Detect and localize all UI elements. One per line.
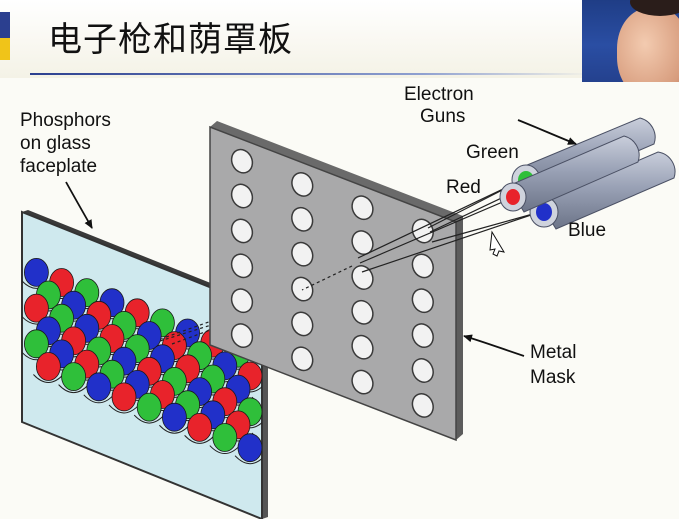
phosphor-outline-arc [234, 455, 262, 465]
phosphor-dot [86, 372, 112, 402]
mask-hole [230, 288, 254, 314]
phosphor-outline-arc [184, 435, 215, 444]
mask-hole [291, 171, 314, 197]
mask-hole [291, 206, 314, 232]
phosphor-outline-arc [108, 404, 140, 414]
phosphor-dot [136, 392, 162, 422]
mask-hole [351, 334, 374, 360]
title-accent-blue [0, 12, 10, 38]
phosphor-outline-arc [58, 384, 89, 394]
mask-hole [291, 311, 314, 337]
mask-hole [351, 299, 374, 325]
phosphor-dot [161, 402, 187, 432]
arrow-to-guns [517, 119, 577, 145]
mask-hole [351, 265, 374, 290]
phosphor-dot [237, 433, 262, 463]
phosphor-outline-arc [159, 424, 190, 434]
slide-title: 电子枪和荫罩板 [48, 20, 293, 60]
mask-hole [411, 253, 434, 279]
glass-faceplate [21, 210, 268, 519]
label-guns-line1: Electron [404, 84, 474, 105]
mask-hole [291, 241, 314, 267]
mask-hole [291, 346, 314, 372]
mask-hole [230, 148, 254, 174]
phosphor-dot-grid [22, 257, 262, 465]
mask-holes [230, 148, 434, 418]
metal-mask [209, 121, 463, 442]
phosphor-dot [24, 293, 49, 323]
mouse-pointer [489, 230, 506, 257]
phosphor-dot [24, 257, 49, 287]
mask-hole [230, 253, 254, 279]
phosphor-dot [36, 352, 61, 381]
gun-red [499, 135, 640, 213]
phosphor-dot [187, 412, 213, 442]
label-mask-line2: Mask [530, 367, 576, 388]
presenter-face [617, 8, 679, 82]
leader-arrows [65, 119, 577, 357]
phosphor-outline-arc [33, 374, 64, 383]
mask-hole [411, 288, 434, 314]
diagram-labels: Phosphors on glass faceplate Electron Gu… [20, 84, 606, 388]
mask-hole [230, 218, 254, 244]
title-accent-yellow [0, 38, 10, 60]
phosphor-dot [212, 423, 238, 452]
mask-hole [230, 323, 254, 349]
label-green-gun: Green [466, 142, 519, 163]
phosphor-dot [24, 329, 49, 359]
phosphor-outline-arc [133, 414, 165, 424]
label-phosphors-line1: Phosphors [20, 110, 111, 131]
electron-guns [499, 117, 676, 230]
mask-plate [209, 125, 457, 442]
title-band [0, 0, 590, 78]
arrow-to-mask [463, 334, 525, 357]
label-mask-line1: Metal [530, 342, 576, 363]
mask-hole [351, 369, 374, 395]
mask-hole [411, 323, 434, 349]
label-phosphors-line3: faceplate [20, 156, 97, 177]
label-guns-line2: Guns [420, 106, 465, 127]
mask-hole [411, 392, 434, 418]
phosphor-outline-arc [83, 394, 115, 404]
phosphor-dot [111, 382, 137, 412]
beam-lines-from-guns [301, 179, 541, 291]
phosphor-dot [61, 362, 86, 392]
label-phosphors-line2: on glass [20, 133, 91, 154]
arrow-to-faceplate [65, 181, 93, 229]
label-red-gun: Red [446, 177, 481, 198]
mask-hole [411, 358, 434, 383]
presenter-video [582, 0, 679, 82]
mask-hole [230, 183, 254, 209]
presenter-hair [630, 0, 679, 16]
title-underline [30, 73, 590, 75]
phosphor-outline-arc [209, 445, 241, 455]
label-blue-gun: Blue [568, 220, 606, 241]
mask-hole [351, 195, 374, 221]
